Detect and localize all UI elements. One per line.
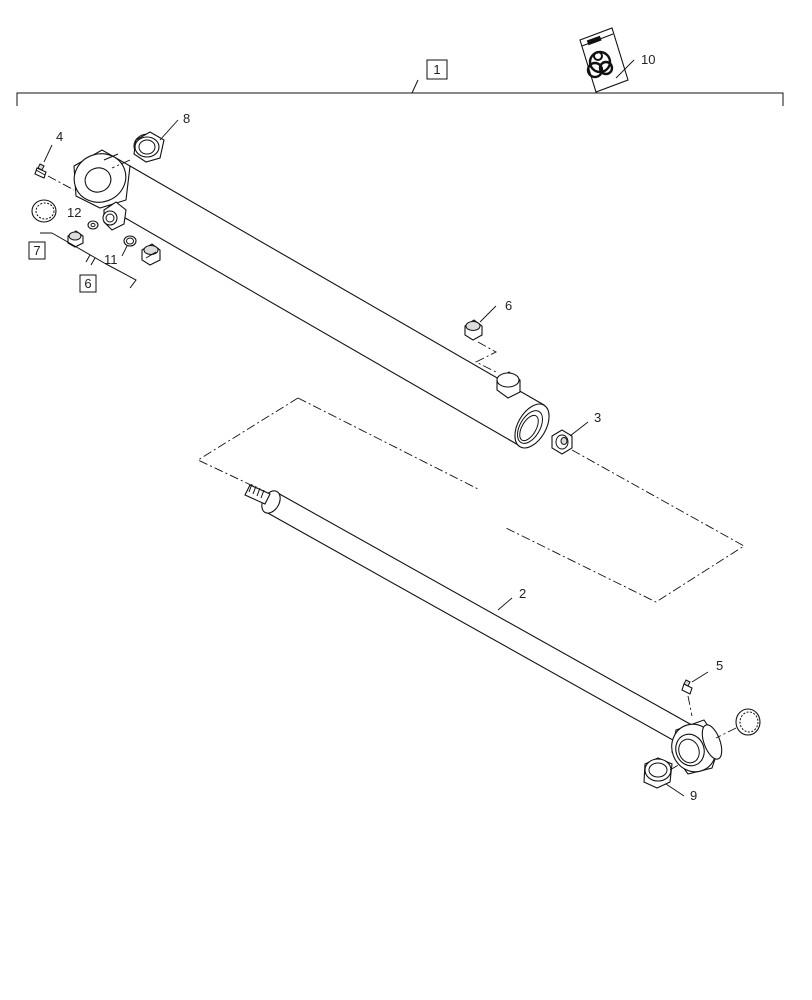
washer-12[interactable] [87,220,99,230]
svg-text:6: 6 [84,276,91,291]
plug-6-left[interactable] [141,243,161,266]
barrel-head-eye[interactable] [67,147,132,210]
bushing-lower[interactable] [643,757,673,789]
callout-3[interactable]: 3 [594,410,601,425]
rod-eye[interactable] [665,718,726,778]
piston-rod[interactable] [244,483,691,745]
callout-6[interactable]: 6 [505,298,512,313]
svg-text:1: 1 [433,62,440,77]
seal-ring-upper[interactable] [31,199,57,223]
callout-9[interactable]: 9 [690,788,697,803]
subassembly-bracket [40,232,137,289]
callout-12[interactable]: 12 [67,205,81,220]
callout-10[interactable]: 10 [641,52,655,67]
callout-8[interactable]: 8 [183,111,190,126]
callout-7[interactable]: 7 [28,241,46,260]
assembly-path [197,397,299,495]
o-ring-11[interactable] [123,235,137,247]
callout-1[interactable]: 1 [426,59,448,80]
svg-text:7: 7 [33,243,40,258]
plug-6-barrel[interactable] [464,319,483,341]
nut-3[interactable] [551,429,573,455]
cylinder-barrel[interactable] [107,165,556,454]
callout-5[interactable]: 5 [716,658,723,673]
bushing-upper[interactable] [133,131,165,163]
grease-fitting-upper[interactable] [34,163,47,179]
callout-6-boxed[interactable]: 6 [79,274,97,293]
callout-2[interactable]: 2 [519,586,526,601]
seal-kit-bag[interactable] [579,27,629,93]
callout-4[interactable]: 4 [56,129,63,144]
plug-7[interactable] [67,230,84,248]
barrel-port-boss [496,371,521,399]
head-port-boss [102,201,127,231]
seal-ring-lower[interactable] [735,708,761,736]
assembly-bracket [16,79,784,106]
callout-11[interactable]: 11 [104,252,118,267]
grease-fitting-lower[interactable] [681,679,693,695]
